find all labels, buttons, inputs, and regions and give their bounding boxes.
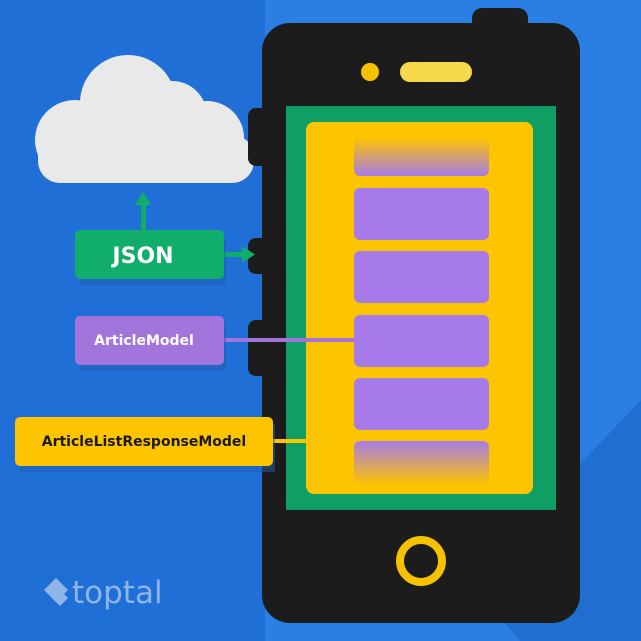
article-list-container — [306, 122, 533, 494]
article-list-response-model-box: ArticleListResponseModel — [15, 417, 275, 472]
toptal-wordmark: toptal — [72, 575, 163, 611]
article-model-label: ArticleModel — [94, 333, 194, 349]
toptal-logo-icon: toptal — [44, 575, 163, 611]
list-item — [354, 188, 489, 240]
article-model-box: ArticleModel — [75, 316, 226, 371]
home-button — [396, 536, 446, 586]
article-list-response-model-label: ArticleListResponseModel — [42, 434, 246, 450]
list-response-connector — [272, 439, 306, 443]
smartphone-icon — [248, 8, 580, 623]
phone-speaker — [400, 62, 472, 82]
json-box: JSON — [75, 230, 226, 285]
list-item — [354, 441, 489, 485]
list-item — [354, 315, 489, 367]
arrow-up-icon — [135, 192, 151, 231]
article-model-connector — [222, 338, 354, 342]
phone-camera — [361, 63, 379, 81]
json-label: JSON — [110, 244, 173, 269]
list-item — [354, 251, 489, 303]
cloud-icon — [35, 55, 254, 183]
list-item — [354, 138, 489, 176]
arrow-right-icon — [222, 246, 255, 263]
list-item — [354, 378, 489, 430]
